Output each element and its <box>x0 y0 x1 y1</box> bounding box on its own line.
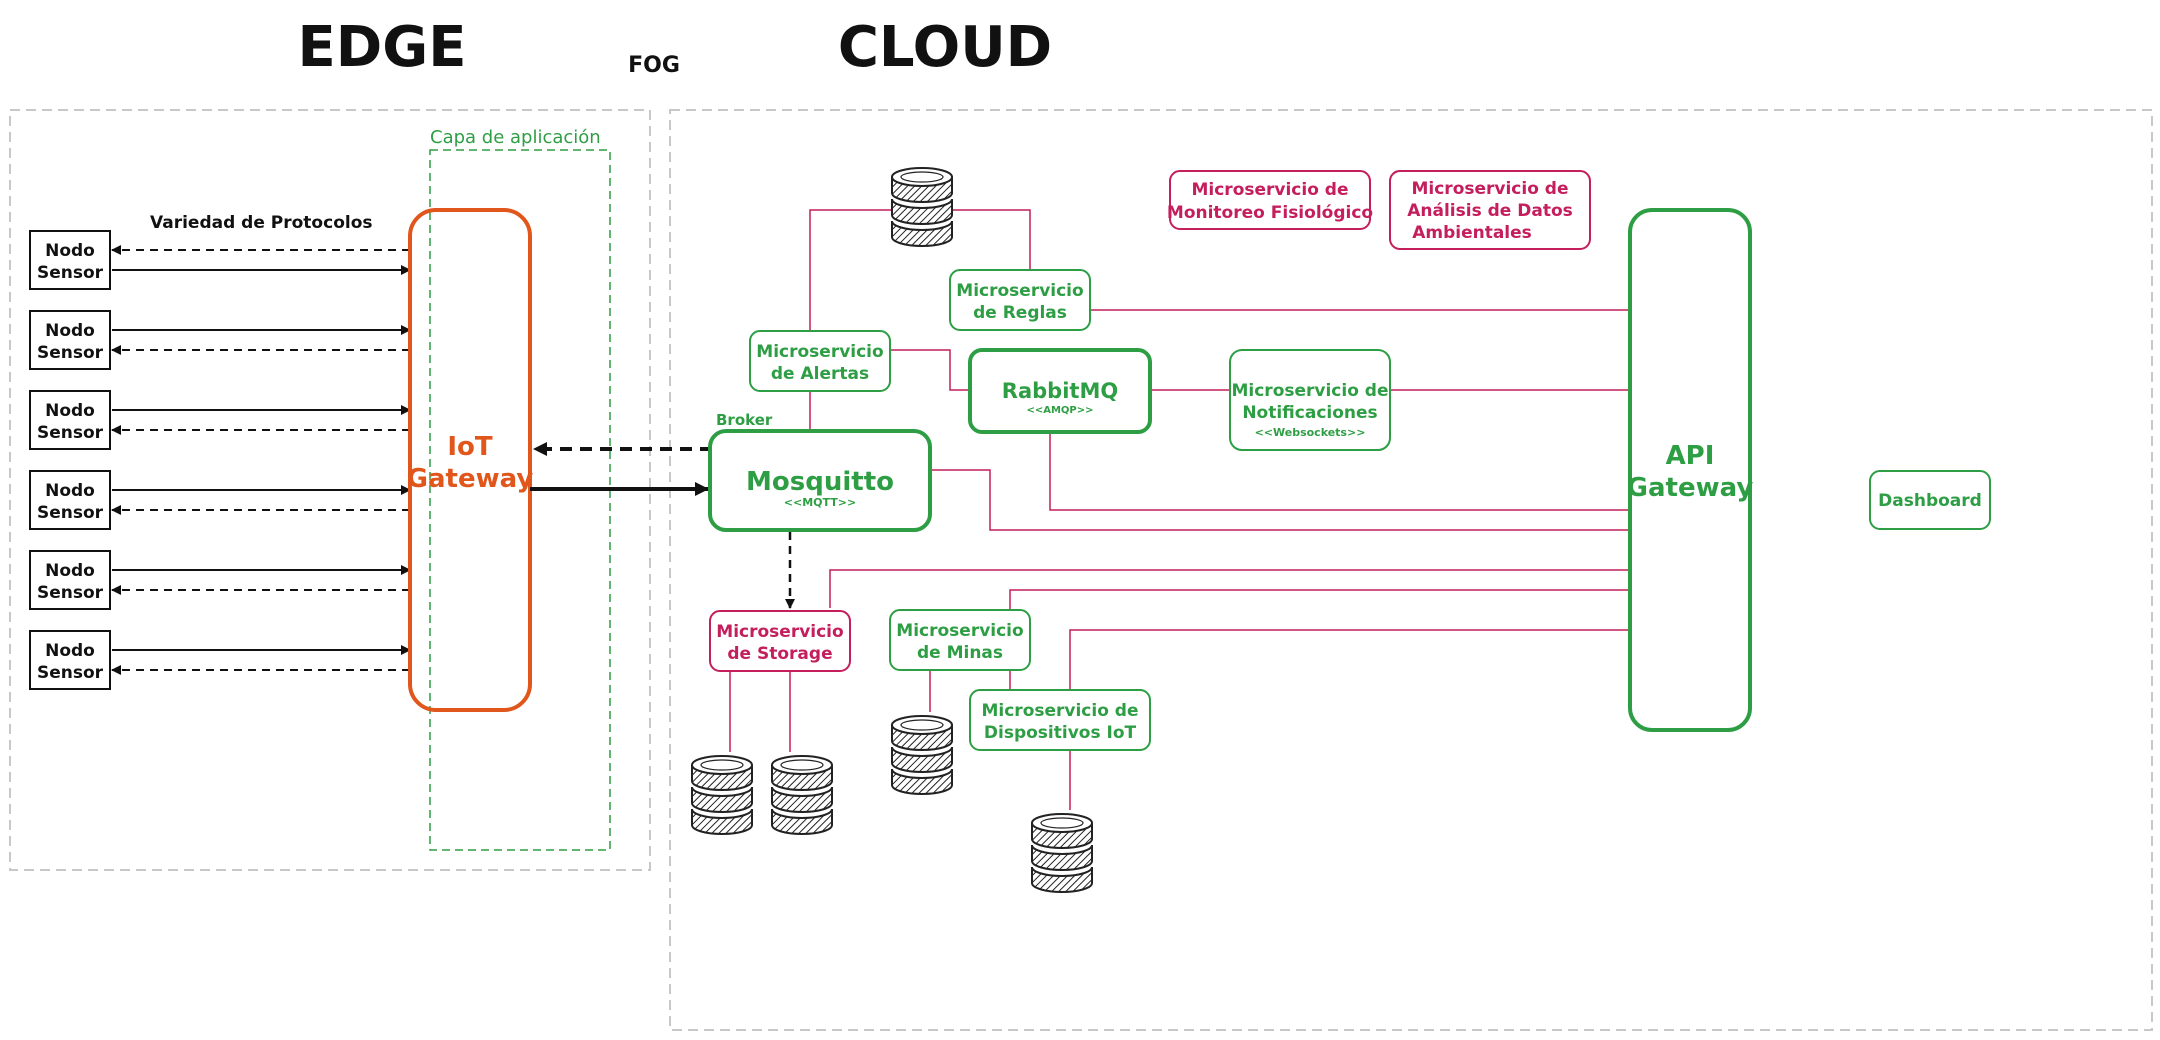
svg-text:Microservicio: Microservicio <box>716 622 843 642</box>
svg-text:Nodo: Nodo <box>45 241 95 261</box>
svg-text:Dispositivos IoT: Dispositivos IoT <box>984 723 1137 743</box>
protocol-label: Variedad de Protocolos <box>150 213 373 233</box>
svg-text:Gateway: Gateway <box>407 464 534 494</box>
cloud-zone <box>669 109 2153 1031</box>
database-icon <box>891 167 953 247</box>
svg-text:Dashboard: Dashboard <box>1878 491 1982 511</box>
svg-text:API: API <box>1666 441 1715 471</box>
svg-text:Nodo: Nodo <box>45 481 95 501</box>
service-monitoreo: Microservicio de Monitoreo Fisiológico <box>1167 170 1373 230</box>
svg-text:Análisis de Datos: Análisis de Datos <box>1407 201 1573 221</box>
database-icon <box>771 755 833 835</box>
api-gateway: API Gateway <box>1627 208 1754 732</box>
database-icon <box>691 755 753 835</box>
svg-text:de Reglas: de Reglas <box>973 303 1067 323</box>
service-reglas: Microservicio de Reglas <box>949 269 1091 331</box>
sensor-node: Nodo Sensor <box>29 390 111 450</box>
svg-text:de Storage: de Storage <box>727 644 832 664</box>
svg-text:Sensor: Sensor <box>37 583 104 603</box>
svg-text:<<MQTT>>: <<MQTT>> <box>784 496 856 509</box>
svg-text:de Minas: de Minas <box>917 643 1003 663</box>
service-notificaciones: Microservicio de Notificaciones <<Websoc… <box>1229 349 1391 451</box>
service-dispositivos: Microservicio de Dispositivos IoT <box>969 689 1151 751</box>
gateway-broker-arrows <box>530 442 712 496</box>
svg-text:Notificaciones: Notificaciones <box>1242 403 1377 423</box>
svg-text:Sensor: Sensor <box>37 503 104 523</box>
sensor-node: Nodo Sensor <box>29 550 111 610</box>
svg-text:Microservicio de: Microservicio de <box>1191 180 1348 200</box>
service-alertas: Microservicio de Alertas <box>749 330 891 392</box>
svg-text:Gateway: Gateway <box>1627 473 1754 503</box>
zone-title-edge: EDGE <box>298 15 467 80</box>
svg-text:Microservicio de: Microservicio de <box>981 701 1138 721</box>
zone-title-cloud: CLOUD <box>838 15 1052 80</box>
svg-text:Microservicio: Microservicio <box>956 281 1083 301</box>
svg-text:Sensor: Sensor <box>37 263 104 283</box>
edge-zone <box>9 109 651 871</box>
zone-title-fog: FOG <box>628 53 680 78</box>
database-icon <box>1031 813 1093 893</box>
sensor-arrows <box>111 245 411 675</box>
sensor-node: Nodo Sensor <box>29 630 111 690</box>
dashboard: Dashboard <box>1869 470 1991 530</box>
svg-text:IoT: IoT <box>447 432 493 462</box>
svg-text:Ambientales: Ambientales <box>1412 223 1532 243</box>
svg-text:Microservicio: Microservicio <box>896 621 1023 641</box>
svg-text:Sensor: Sensor <box>37 423 104 443</box>
sensor-node: Nodo Sensor <box>29 230 111 290</box>
rabbitmq-broker: RabbitMQ <<AMQP>> <box>968 348 1152 434</box>
svg-text:Microservicio de: Microservicio de <box>1231 381 1388 401</box>
svg-text:Mosquitto: Mosquitto <box>746 467 894 497</box>
service-minas: Microservicio de Minas <box>889 609 1031 671</box>
mosquitto-broker: Mosquitto <<MQTT>> <box>708 429 932 532</box>
svg-text:Nodo: Nodo <box>45 561 95 581</box>
app-layer-label: Capa de aplicación <box>430 127 601 148</box>
svg-text:Sensor: Sensor <box>37 343 104 363</box>
app-layer-zone <box>429 149 611 851</box>
database-icon <box>891 715 953 795</box>
svg-text:Nodo: Nodo <box>45 641 95 661</box>
svg-text:Nodo: Nodo <box>45 321 95 341</box>
sensor-node: Nodo Sensor <box>29 310 111 370</box>
svg-text:Microservicio de: Microservicio de <box>1411 179 1568 199</box>
svg-text:RabbitMQ: RabbitMQ <box>1002 379 1118 403</box>
service-storage: Microservicio de Storage <box>709 610 851 672</box>
svg-text:Microservicio: Microservicio <box>756 342 883 362</box>
svg-text:Sensor: Sensor <box>37 663 104 683</box>
svg-text:de Alertas: de Alertas <box>771 364 869 384</box>
sensor-node: Nodo Sensor <box>29 470 111 530</box>
svg-text:Monitoreo Fisiológico: Monitoreo Fisiológico <box>1167 203 1373 223</box>
svg-text:<<AMQP>>: <<AMQP>> <box>1026 405 1093 416</box>
broker-label: Broker <box>716 411 773 429</box>
service-analisis: Microservicio de Análisis de Datos Ambie… <box>1389 170 1591 250</box>
iot-gateway: IoT Gateway <box>407 208 534 712</box>
svg-text:Nodo: Nodo <box>45 401 95 421</box>
svg-text:<<Websockets>>: <<Websockets>> <box>1255 426 1366 439</box>
